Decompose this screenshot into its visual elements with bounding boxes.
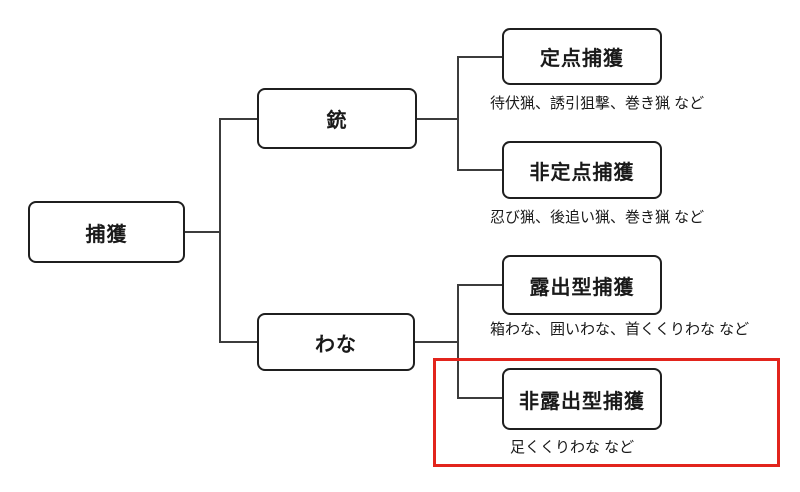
caption-fixed-point-examples: 待伏猟、誘引狙撃、巻き猟 など	[490, 95, 705, 112]
caption-non-exposed-type-examples: 足くくりわな など	[510, 439, 635, 456]
node-capture: 捕獲	[28, 201, 185, 263]
node-gun: 銃	[257, 88, 417, 149]
connector-root-vertical	[219, 118, 221, 343]
node-non-fixed-point-capture: 非定点捕獲	[502, 141, 662, 199]
connector-gun-out	[417, 118, 458, 120]
connector-root-horizontal	[185, 231, 221, 233]
connector-to-teiten	[457, 56, 502, 58]
caption-exposed-type-examples: 箱わな、囲いわな、首くくりわな など	[490, 321, 750, 338]
connector-wana-out	[415, 341, 458, 343]
connector-to-hiroshutsu	[457, 397, 502, 399]
highlight-rectangle	[433, 358, 780, 467]
connector-to-gun	[219, 118, 259, 120]
node-trap: わな	[257, 313, 415, 371]
connector-wana-vertical	[457, 284, 459, 399]
connector-gun-vertical	[457, 56, 459, 171]
node-fixed-point-capture: 定点捕獲	[502, 28, 662, 85]
node-exposed-type-capture: 露出型捕獲	[502, 255, 662, 315]
node-non-exposed-type-capture: 非露出型捕獲	[502, 368, 662, 430]
connector-to-hiteiten	[457, 169, 502, 171]
caption-non-fixed-point-examples: 忍び猟、後追い猟、巻き猟 など	[490, 209, 705, 226]
connector-to-roshutsu	[457, 284, 502, 286]
connector-to-wana	[219, 341, 259, 343]
